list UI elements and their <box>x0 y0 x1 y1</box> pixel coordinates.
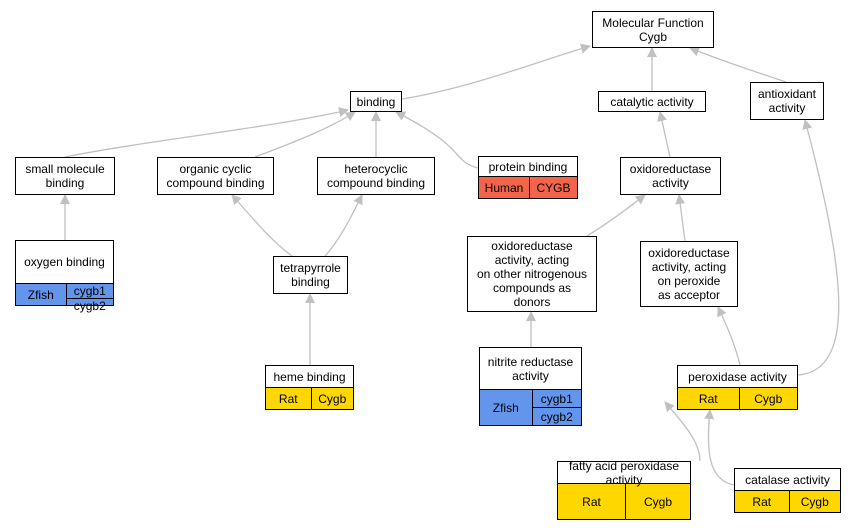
node-oxidoreductase-nitrogenous[interactable]: oxidoreductase activity, acting on other… <box>467 236 597 312</box>
species-name: Rat <box>278 391 298 406</box>
gene-name[interactable]: cygb1 <box>540 391 573 406</box>
edge-catalase-activity-to-peroxidase-activity <box>704 409 735 486</box>
gene-name[interactable]: cygb2 <box>532 407 581 425</box>
node-label: fatty acid peroxidase activity <box>568 458 680 487</box>
gene-name[interactable]: CYGB <box>529 177 577 198</box>
node-label: heterocyclic compound binding <box>326 162 426 190</box>
node-tetrapyrrole-binding[interactable]: tetrapyrrole binding <box>273 256 348 294</box>
gene-name[interactable]: cygb1 <box>73 284 106 298</box>
species-name: Zfish <box>492 400 519 415</box>
node-molecular-function[interactable]: Molecular Function Cygb <box>592 11 714 48</box>
edge-oxidoreductase-peroxide-to-oxidoreductase-activity <box>586 194 646 237</box>
edge-protein-binding-to-binding <box>395 111 479 169</box>
edge-peroxidase-activity-to-antioxidant-activity <box>797 119 840 376</box>
edge-binding-to-molecular-function <box>401 43 591 100</box>
node-label: small molecule binding <box>25 162 105 190</box>
gene-name[interactable]: Cygb <box>310 388 354 409</box>
node-label: oxygen binding <box>24 255 105 269</box>
species-name: Rat <box>582 494 601 509</box>
gene-name[interactable]: Cygb <box>625 484 690 519</box>
node-label: protein binding <box>488 159 568 174</box>
node-binding[interactable]: binding <box>350 91 402 112</box>
node-oxidoreductase-activity[interactable]: oxidoreductase activity <box>620 157 721 195</box>
node-label: oxidoreductase activity <box>629 162 712 190</box>
node-label: binding <box>356 94 396 109</box>
edge-organic-cyclic-compound-binding-to-binding <box>254 111 356 158</box>
node-heterocyclic-compound-binding[interactable]: heterocyclic compound binding <box>317 157 435 195</box>
node-organic-cyclic-compound-binding[interactable]: organic cyclic compound binding <box>157 157 274 195</box>
species-name: Rat <box>698 391 718 406</box>
species-row: Rat Cygb <box>678 387 797 409</box>
edge-heme-binding-to-tetrapyrrole-binding <box>675 194 686 242</box>
node-label: oxidoreductase activity, acting on perox… <box>648 246 730 302</box>
node-label: nitrite reductase activity <box>487 354 574 383</box>
node-label: antioxidant activity <box>757 87 817 115</box>
node-oxidoreductase-peroxide[interactable]: oxidoreductase activity, acting on perox… <box>640 241 738 307</box>
node-label: catalase activity <box>745 472 830 487</box>
species-row: Rat Cygb <box>735 490 840 512</box>
edge-fatty-acid-peroxidase-activity-to-peroxidase-activity <box>664 401 701 462</box>
species-row: Rat Cygb <box>266 387 353 409</box>
gene-name[interactable]: Cygb <box>738 388 798 409</box>
node-label: tetrapyrrole binding <box>280 261 341 289</box>
node-label: catalytic activity <box>610 94 694 109</box>
species-row: Rat Cygb <box>558 483 690 519</box>
edge-small-molecule-binding-to-binding <box>64 107 349 158</box>
node-label: Molecular Function Cygb <box>602 15 704 44</box>
species-name: Human <box>484 180 524 195</box>
node-catalytic-activity[interactable]: catalytic activity <box>598 91 706 112</box>
edge-tetrapyrrole-binding-to-heterocyclic-compound-binding <box>324 194 363 257</box>
node-small-molecule-binding[interactable]: small molecule binding <box>15 157 115 195</box>
species-row: Human CYGB <box>479 176 577 198</box>
node-label: peroxidase activity <box>688 369 787 384</box>
node-label: heme binding <box>273 369 346 384</box>
edge-oxidoreductase-activity-to-catalytic-activity <box>657 111 671 158</box>
edge-peroxidase-activity-to-oxidoreductase-peroxide <box>717 306 741 366</box>
node-antioxidant-activity[interactable]: antioxidant activity <box>750 82 824 120</box>
gene-name[interactable]: Cygb <box>788 491 841 512</box>
species-name: Rat <box>752 494 772 509</box>
node-label: organic cyclic compound binding <box>166 162 265 190</box>
gene-name[interactable]: cygb2 <box>66 298 113 313</box>
edge-tetrapyrrole-binding-to-organic-cyclic-compound-binding <box>231 194 293 257</box>
node-label: oxidoreductase activity, acting on other… <box>476 239 588 309</box>
species-name: Zfish <box>27 287 54 302</box>
edge-antioxidant-activity-to-molecular-function <box>689 46 787 83</box>
